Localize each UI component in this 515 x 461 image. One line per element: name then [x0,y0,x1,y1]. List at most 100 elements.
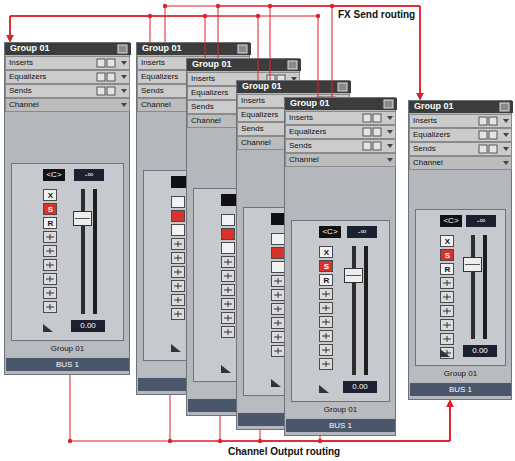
arrow-head [417,93,424,100]
routing-label: FX Send routing [336,9,417,21]
section-name: Channel [413,157,443,168]
button-letter: R [44,218,57,229]
automation-icon [440,349,450,357]
section-name: Equalizers [191,87,228,98]
row-button [107,59,115,67]
row-button [363,142,371,150]
channel-button [172,295,185,306]
row-arrow [387,144,393,148]
section-name: Inserts [191,73,215,84]
button-letter: X [44,190,57,201]
bus-name: BUS 1 [6,358,129,371]
section-name: Equalizers [141,71,178,82]
junction-dot [318,439,322,443]
routing-line [163,4,424,100]
routing-path [332,6,420,97]
channel-button [272,262,285,273]
routing-line [318,400,454,443]
channel-button [222,327,235,338]
button-glyph [224,329,232,335]
arrow-head [447,400,454,407]
section-name: Equalizers [413,129,450,140]
channel-button [272,346,285,357]
header-bar [187,59,301,71]
button-letter: R [320,275,333,286]
button-glyph [274,320,282,326]
pan-display [43,169,65,181]
button-glyph [224,273,232,279]
section-name: Sends [141,85,164,96]
gain-display [343,381,377,393]
routing-path [70,375,450,441]
fader-panel [12,164,124,341]
button-glyph [174,297,182,303]
button-glyph [46,262,54,268]
channel-button [272,332,285,343]
channel-button [172,211,185,222]
button-letter: R [441,264,454,275]
channel-button [172,253,185,264]
level-display [347,226,377,238]
routing-line [7,14,321,97]
panel-row [6,99,130,112]
channel-button [44,246,57,257]
button-letter: X [441,236,454,247]
routing-path [170,395,450,441]
arrow-head [7,35,14,42]
section-name: Channel [141,99,171,110]
row-arrow [121,61,127,65]
section-name: Inserts [413,115,437,126]
button-letter: S [441,250,454,261]
fader-cap [74,212,92,226]
button-letter: X [320,247,333,258]
arrow-head [7,35,14,42]
fader-track [81,189,85,314]
row-arrow [503,147,509,151]
button-glyph [443,308,451,314]
gain-display [463,345,497,357]
pan-value: <C> [440,215,462,227]
button-glyph [174,255,182,261]
junction-dot [218,439,222,443]
routing-path [165,6,420,94]
routing-path [218,6,420,94]
section-name: Sends [241,123,264,134]
gain-value: 0.00 [343,381,377,393]
routing-path [10,16,258,80]
channel-button [44,260,57,271]
routing-line [330,4,424,100]
section-name: Sends [413,143,436,154]
header-bar [237,81,351,93]
section-name: Inserts [141,57,165,68]
button-glyph [46,234,54,240]
routing-line [7,14,208,58]
button-letter: S [44,204,57,215]
junction-dot [330,4,334,8]
routing-path [10,16,318,97]
arrow-head [7,35,14,42]
channel-button [172,197,185,208]
channel-button [272,234,285,245]
section-name: Channel [9,99,39,110]
routing-line [268,4,424,100]
row-button [489,131,497,139]
fader-cap-line [346,275,361,276]
row-button [479,131,487,139]
row-button [489,117,497,125]
channel-name: Group 01 [286,403,395,417]
arrow-head [417,93,424,100]
section-name: Sends [191,101,214,112]
button-glyph [274,292,282,298]
panel-row [286,112,396,125]
routing-line [216,4,424,100]
button-glyph [274,334,282,340]
channel-strip: Group 01InsertsEqualizersSendsChannel<C>… [284,97,396,436]
level-meter [93,189,97,314]
button-glyph [443,294,451,300]
button-glyph [274,306,282,312]
channel-button [441,348,454,359]
header-bar [137,43,251,55]
routing-path [270,6,420,94]
section-name: Inserts [9,57,33,68]
header-icon [500,103,509,111]
